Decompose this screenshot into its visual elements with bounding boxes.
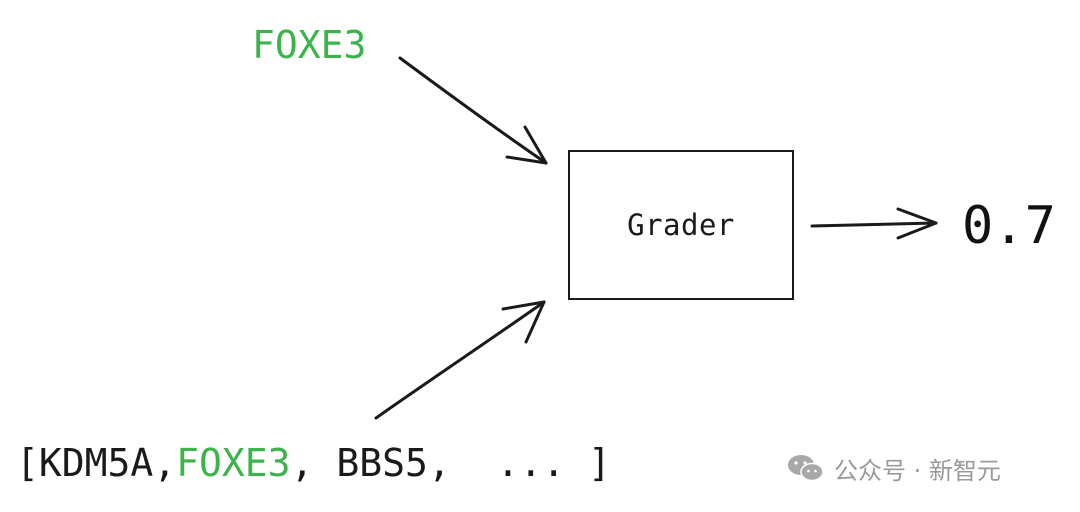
candidate-list: [KDM5A,FOXE3, BBS5, ... ] [16,440,611,486]
candidate-item: ... [496,441,566,485]
candidate-item: BBS5 [336,441,428,485]
candidate-spacer [565,441,588,485]
watermark-text: 公众号 · 新智元 [834,456,1001,485]
candidate-open-bracket: [ [16,441,39,485]
arrow-grader-to-output [810,207,938,240]
watermark: 公众号 · 新智元 [786,448,1001,488]
arrow-input-to-grader [398,56,548,165]
wechat-icon [788,455,824,482]
candidate-separator: , [427,441,497,485]
output-score: 0.7 [962,196,1056,256]
candidate-item: KDM5A [38,441,154,485]
grader-box: Grader [568,150,794,300]
grader-label: Grader [627,208,735,242]
arrow-candidates-to-grader [374,300,546,420]
candidate-separator: , [290,441,337,485]
input-gene-label: FOXE3 [252,22,366,68]
candidate-separator: , [153,441,177,485]
candidate-close-bracket: ] [588,441,611,485]
candidate-item: FOXE3 [176,441,291,485]
input-gene-text: FOXE3 [252,23,367,67]
